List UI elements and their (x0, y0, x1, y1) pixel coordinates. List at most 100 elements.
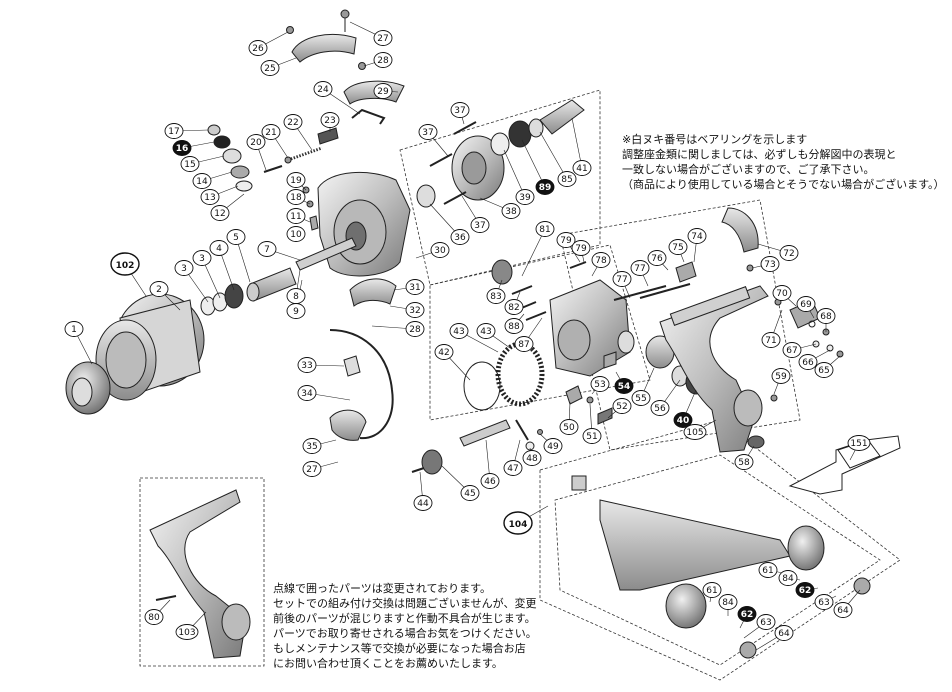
callout-bubble (313, 81, 333, 97)
callout-bubble (631, 390, 651, 406)
callout-number: 41 (576, 164, 587, 174)
callout-number: 48 (526, 454, 538, 464)
callout-103: 103 (175, 624, 199, 640)
dashed-parts-note-line: もしメンテナンス等で交換が必要になった場合お店 (273, 642, 526, 655)
pin-49 (537, 429, 543, 435)
callout-bubble (320, 112, 340, 128)
callout-bubble (180, 156, 200, 172)
nut-36 (416, 184, 436, 208)
dashed-box-alt-body (139, 477, 265, 667)
callout-bubble (543, 438, 563, 454)
callout-number: 68 (820, 312, 832, 322)
drag-washer-4 (224, 283, 244, 309)
callout-bubble (297, 385, 317, 401)
callout-number: 37 (454, 106, 465, 116)
callout-bubble (718, 594, 738, 610)
callout-number: 40 (677, 416, 690, 426)
callout-number: 76 (651, 254, 663, 264)
screw-80 (155, 595, 177, 601)
callout-number: 82 (508, 303, 519, 313)
callout-bubble (297, 357, 317, 373)
callout-number: 59 (775, 372, 787, 382)
callout-bubble (614, 378, 634, 394)
callout-62: 62 (795, 582, 815, 598)
callout-number: 28 (409, 325, 421, 335)
callout-bubble (503, 511, 533, 535)
callout-bubble (503, 460, 523, 476)
callout-number: 26 (252, 44, 264, 54)
callout-bubble (248, 40, 268, 56)
callout-14: 14 (192, 173, 212, 189)
callout-bubble (673, 412, 693, 428)
callout-bubble (286, 208, 306, 224)
callout-29: 29 (373, 83, 393, 99)
callout-number: 77 (616, 275, 627, 285)
screw-82 (511, 285, 533, 295)
callout-number: 102 (116, 261, 135, 271)
bearing-89 (508, 120, 532, 148)
callout-number: 38 (505, 207, 517, 217)
callout-30: 30 (430, 242, 450, 258)
callout-62: 62 (737, 606, 757, 622)
clip-53 (603, 351, 617, 369)
callout-64: 64 (774, 625, 794, 641)
callout-number: 62 (799, 586, 812, 596)
dashed-box-body-group (559, 199, 801, 451)
roller-cover-31 (349, 278, 397, 307)
callout-bubble (434, 344, 454, 360)
callout-151: 151 (847, 435, 871, 451)
callout-bubble (460, 485, 480, 501)
callout-22: 22 (283, 114, 303, 130)
callout-bubble (650, 400, 670, 416)
callout-26: 26 (248, 40, 268, 56)
reel-body-assembly (613, 207, 844, 453)
callout-56: 56 (650, 400, 670, 416)
callout-number: 63 (818, 598, 829, 608)
callout-number: 45 (464, 489, 475, 499)
callout-number: 84 (722, 598, 734, 608)
bail-wire-34 (329, 329, 394, 440)
callout-number: 28 (377, 56, 389, 66)
callout-bubble (798, 354, 818, 370)
callout-number: 35 (306, 442, 317, 452)
clicker-76 (675, 261, 697, 283)
alt-foot-boss (221, 603, 251, 641)
callout-35: 35 (302, 438, 322, 454)
bearing-note-line: （商品により使用している場合とそうでない場合がございます。） (622, 178, 945, 191)
o-ring-42 (463, 361, 501, 411)
callout-80: 80 (144, 609, 164, 625)
callout-105: 105 (683, 424, 707, 440)
lever-20 (263, 165, 283, 173)
callout-71: 71 (761, 332, 781, 348)
bearing-note-line: 調整座金類に関しましては、必ずしも分解図中の表現と (622, 148, 897, 161)
callout-bubble (405, 302, 425, 318)
callout-bubble (64, 321, 84, 337)
drag-knob-cap (71, 377, 93, 407)
shaft-77b (639, 283, 691, 299)
callout-77: 77 (630, 260, 650, 276)
plate-52 (597, 407, 613, 425)
screw-37a (429, 153, 453, 167)
callout-84: 84 (778, 570, 798, 586)
callout-bubble (110, 252, 140, 276)
bail-arm-35 (329, 409, 367, 441)
leader-line-89 (521, 139, 546, 188)
callout-bubble (687, 228, 707, 244)
spool-assembly (65, 267, 297, 415)
callout-number: 64 (778, 629, 790, 639)
gear-83 (491, 259, 513, 285)
callout-bubble (771, 368, 791, 384)
pin-44 (411, 467, 425, 473)
callout-bubble (772, 285, 792, 301)
callout-bubble (286, 172, 306, 188)
callout-64: 64 (833, 602, 853, 618)
callout-bubble (413, 495, 433, 511)
clip-50 (565, 385, 583, 405)
callout-number: 70 (776, 289, 788, 299)
callout-number: 19 (290, 176, 302, 186)
callout-63: 63 (814, 594, 834, 610)
callout-51: 51 (582, 428, 602, 444)
callout-bubble (504, 299, 524, 315)
callout-38: 38 (501, 203, 521, 219)
callout-bubble (647, 250, 667, 266)
